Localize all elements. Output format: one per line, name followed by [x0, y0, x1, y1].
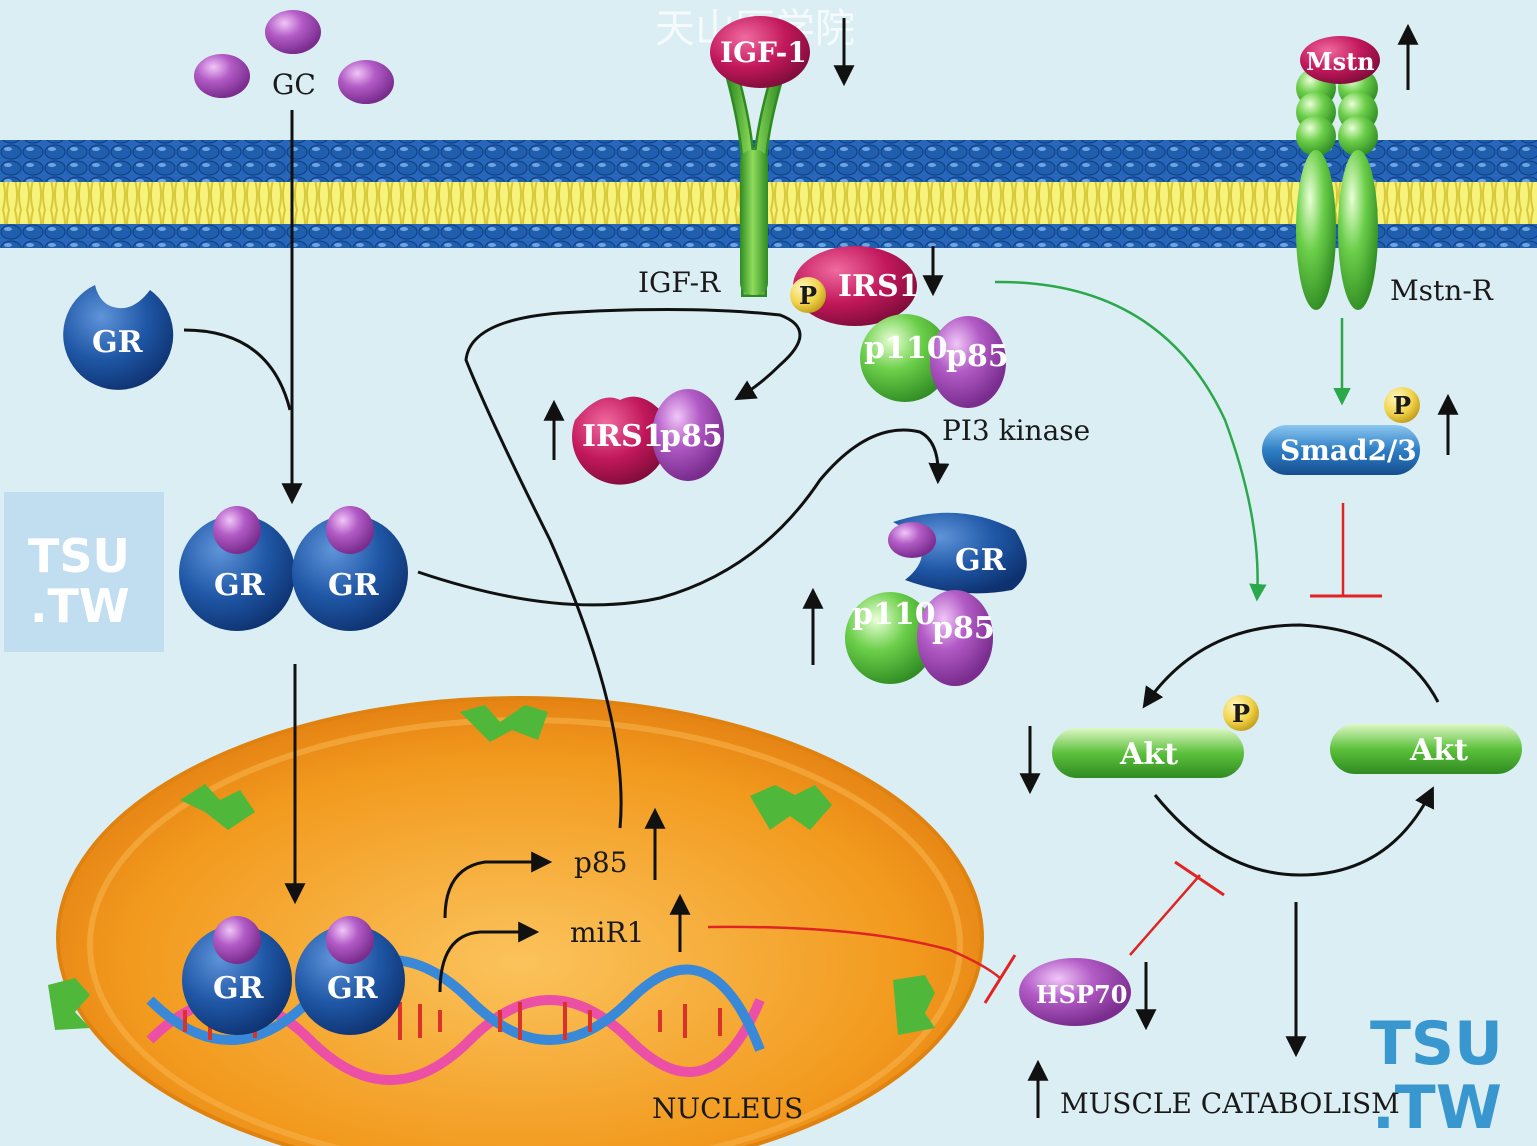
irs1-to-akt-arrow [994, 280, 1267, 602]
pi3k-label: PI3 kinase [942, 414, 1090, 447]
gc-bound-right [326, 506, 374, 554]
akt-unphospho-label: Akt [1409, 733, 1468, 768]
gc-molecules [194, 10, 394, 104]
p85-top [930, 316, 1006, 408]
mstnr-label: Mstn-R [1390, 274, 1494, 307]
gr-to-gc-path [183, 328, 292, 411]
mir1-label: miR1 [570, 916, 644, 949]
watermark-left: TSU .TW [4, 492, 164, 652]
gr-complex-label: GR [955, 543, 1007, 578]
gr-dimer-right-label: GR [328, 568, 380, 603]
igf-receptor [721, 53, 789, 297]
svg-text:TSU: TSU [28, 529, 130, 583]
p85-with-irs1 [652, 389, 724, 481]
smad-protein [1262, 425, 1420, 475]
svg-text:.TW: .TW [30, 579, 130, 633]
gc-nuclear-right [326, 916, 374, 964]
p85-complex [917, 590, 993, 686]
igfr-label: IGF-R [638, 266, 721, 299]
dna-to-mir1-arrow [438, 921, 540, 993]
mstn-ligand [1300, 36, 1380, 84]
p85-transcript-label: p85 [574, 846, 628, 879]
akt-cycle-top [1142, 623, 1440, 709]
catabolism-label: MUSCLE CATABOLISM [1060, 1087, 1400, 1120]
hsp70-protein [1019, 958, 1131, 1026]
mstn-label: Mstn [1306, 47, 1375, 76]
akt-phospho-label: Akt [1119, 737, 1178, 772]
smad-label: Smad2/3 [1280, 434, 1417, 467]
svg-text:TSU: TSU [1370, 1009, 1503, 1079]
phospho-smad [1384, 387, 1420, 423]
gr-free-label: GR [92, 325, 144, 360]
phospho-akt [1223, 695, 1259, 731]
gc-bound-left [213, 506, 261, 554]
irs1-membrane [793, 246, 917, 326]
gc-in-complex [888, 522, 936, 558]
gr-dimer-right [292, 515, 408, 631]
nuclear-pores [48, 705, 935, 1035]
igf1-label: IGF-1 [720, 36, 807, 69]
gr-nuclear-right [295, 925, 405, 1035]
irs1-complex-shell [572, 396, 669, 485]
p110-complex-label: p110 [852, 597, 936, 632]
p110-complex [845, 592, 935, 684]
p85-top-label: p85 [946, 339, 1009, 374]
gr-free [63, 285, 174, 390]
p85-transcript-loop [464, 307, 802, 829]
gr-dimer-left-label: GR [214, 568, 266, 603]
gc-nuclear-left [213, 916, 261, 964]
p85-complex-label2: p85 [932, 611, 995, 646]
akt-phospho [1052, 728, 1244, 778]
p110-top [860, 314, 950, 402]
igf1-ligand [710, 16, 810, 88]
gr-nuclear-left [182, 925, 292, 1035]
akt-cycle-bottom [1153, 786, 1434, 877]
irs1-complex-label: IRS1 [582, 419, 664, 454]
gr-dimer-left [179, 515, 295, 631]
gr-nuclear-right-label: GR [327, 971, 379, 1006]
irs1-label: IRS1 [838, 269, 920, 304]
gr-to-complex-arrow [417, 428, 950, 607]
akt-unphospho [1330, 724, 1522, 774]
phospho-irs1 [790, 277, 826, 313]
dna-to-p85-arrow [443, 851, 553, 919]
gc-label: GC [272, 68, 316, 101]
svg-text:.TW: .TW [1372, 1073, 1502, 1143]
p110-top-label: p110 [864, 331, 948, 366]
hsp70-inhibit-akt [1129, 860, 1225, 956]
nucleus-label: NUCLEUS [652, 1092, 803, 1125]
mstn-receptor [1296, 68, 1378, 310]
hsp70-label: HSP70 [1036, 980, 1127, 1009]
cell-membrane [0, 140, 1537, 248]
mir1-inhibit-hsp70 [707, 925, 1017, 1004]
gr-nuclear-left-label: GR [213, 971, 265, 1006]
phospho-irs1-label: P [799, 281, 817, 310]
smad-inhibit [1310, 503, 1382, 598]
phospho-smad-label: P [1393, 391, 1411, 420]
watermark-right: TSU .TW [1370, 1009, 1503, 1143]
nucleus [56, 696, 984, 1146]
p85-complex-label: p85 [660, 419, 723, 454]
phospho-akt-label: P [1232, 699, 1250, 728]
